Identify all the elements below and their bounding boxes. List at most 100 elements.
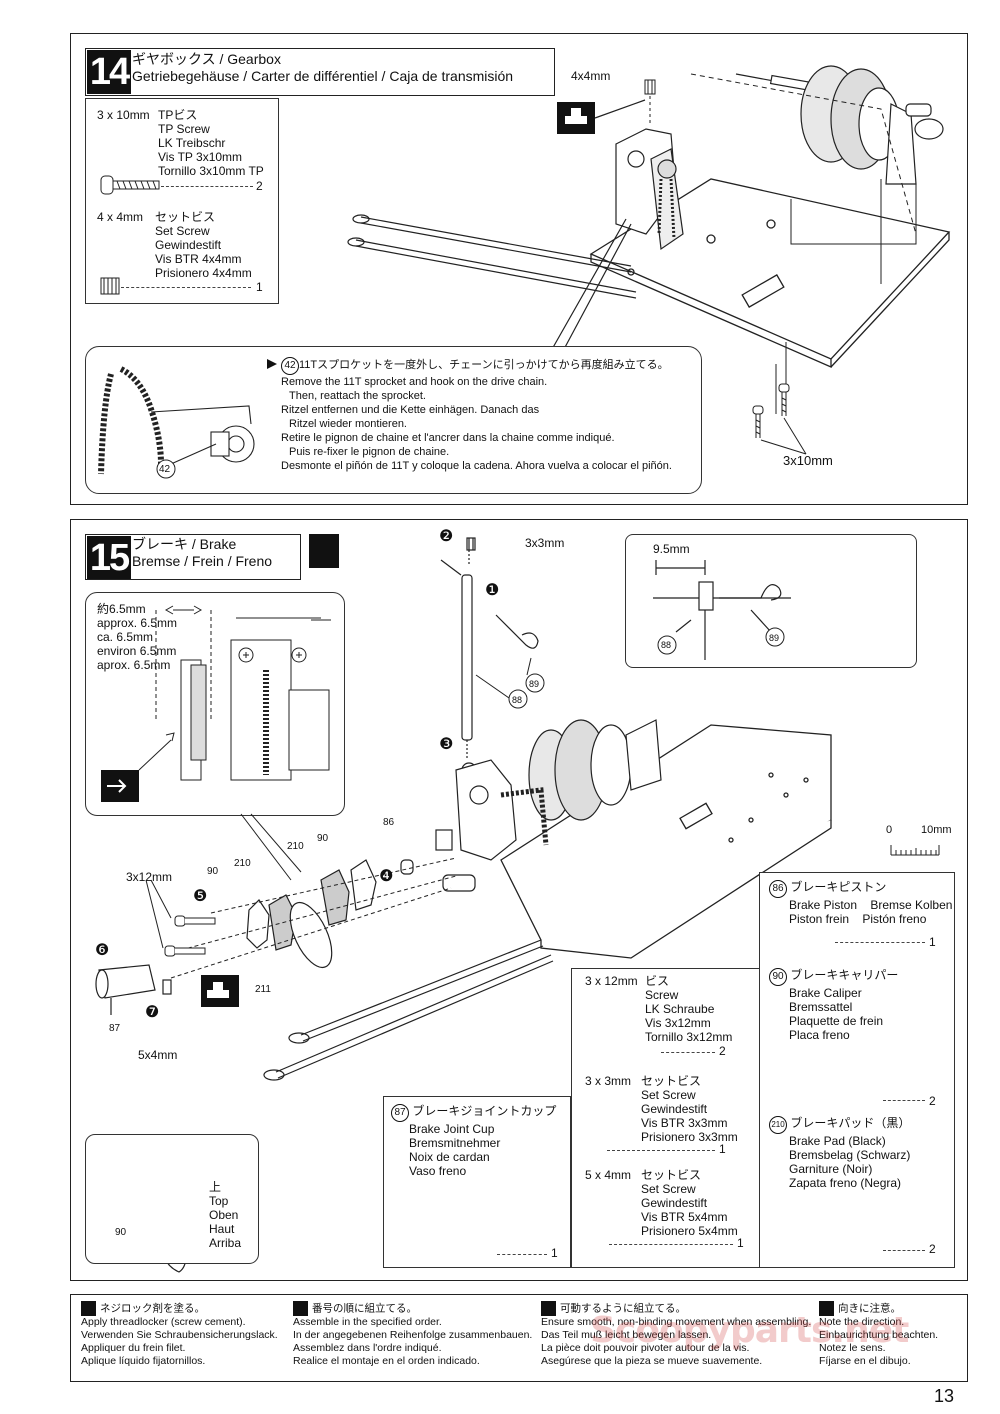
part-name: Bremsbelag (Schwarz): [789, 1148, 911, 1162]
movement-icon: [101, 732, 175, 802]
title-multi: Getriebegehäuse / Carter de différentiel…: [132, 68, 514, 84]
page-number: 13: [933, 1386, 954, 1406]
part-name: Screw: [645, 988, 679, 1002]
gap-line: ca. 6.5mm: [97, 630, 154, 644]
order-marker-3: ❸: [439, 736, 454, 753]
qty-leader: [883, 1100, 925, 1101]
order-marker-4: ❹: [379, 868, 394, 885]
watermark: Scoopyparts.net: [590, 1310, 909, 1351]
part-name: セットビス: [641, 1168, 702, 1182]
order-icon: [293, 1301, 308, 1316]
part-size: 4 x 4mm: [97, 210, 144, 224]
legend-line: Verwenden Sie Schraubensicherungslack.: [81, 1329, 278, 1341]
gap-line: 約6.5mm: [97, 602, 146, 616]
part-name: Brake Piston Bremse Kolben: [789, 898, 953, 912]
legend-footer: ネジロック剤を塗る。 Apply threadlocker (screw cem…: [70, 1294, 968, 1382]
direction-line: Arriba: [209, 1236, 242, 1250]
legend-line: 向きに注意。: [838, 1302, 901, 1315]
note-line: Desmonte el piñón de 11T y coloque la ca…: [281, 460, 672, 472]
part-name: LK Schraube: [645, 1002, 715, 1016]
gap-label: 約6.5mm approx. 6.5mm ca. 6.5mm environ 6…: [97, 602, 177, 672]
legend-line: Notez le sens.: [819, 1342, 886, 1354]
part-number: 87: [109, 1023, 121, 1034]
legend-movement: 可動するように組立てる。 Ensure smooth, non-binding …: [541, 1301, 816, 1368]
step-15-panel: 15 ブレーキ / Brake Bremse / Frein / Freno 約…: [70, 519, 968, 1281]
part-name: Garniture (Noir): [789, 1162, 873, 1176]
brake-parts: [246, 829, 476, 969]
qty-leader: [835, 942, 925, 943]
part-number: 210: [234, 858, 251, 869]
legend-line: In der angegebenen Reihenfolge zusammenb…: [293, 1329, 533, 1341]
order-icon: [309, 534, 339, 568]
screw-label: 3x3mm: [525, 536, 565, 550]
part-name: Brake Joint Cup: [409, 1122, 495, 1136]
differential-gear-stack: [735, 65, 944, 185]
part-qty: 1: [929, 935, 936, 949]
legend-line: Einbaurichtung beachten.: [819, 1329, 939, 1341]
step-title: ブレーキ / Brake Bremse / Frein / Freno: [132, 536, 272, 570]
movement-icon: [541, 1301, 556, 1316]
legend-direction: 向きに注意。 Note the direction. Einbaurichtun…: [819, 1301, 959, 1368]
legend-line: Das Teil muß leicht bewegen lassen.: [541, 1329, 712, 1341]
qty-leader: [609, 1244, 733, 1245]
step-number: 15: [87, 536, 131, 580]
set-screw-4x4: [644, 79, 656, 124]
part-number: 89: [769, 633, 780, 643]
part-name: Placa freno: [789, 1028, 850, 1042]
part-number: 210: [769, 1116, 787, 1134]
part-name: ブレーキパッド（黒）: [790, 1116, 911, 1130]
part-name: ブレーキピストン: [790, 880, 887, 894]
part-name: Gewindestift: [155, 238, 222, 252]
threadlocker-icon: [81, 1301, 96, 1316]
part-qty: 2: [256, 179, 263, 193]
note-line: Retire le pignon de chaine et l'ancrer d…: [281, 432, 615, 444]
gear-stack: [455, 719, 662, 861]
part-name: Set Screw: [155, 224, 210, 238]
arrow-icon: [267, 359, 277, 369]
part-number: 86: [769, 880, 787, 898]
part-qty: 1: [256, 280, 263, 294]
scale-ruler: [890, 845, 940, 856]
part-name: LK Treibschr: [158, 136, 226, 150]
dash-lines: [170, 857, 457, 979]
qty-leader: [161, 186, 253, 187]
part-name: TPビス: [158, 108, 198, 122]
sprocket-note-box: [85, 346, 702, 494]
gap-line: aprox. 6.5mm: [97, 658, 171, 672]
order-marker-1: ❶: [485, 582, 500, 599]
part-name: Vaso freno: [409, 1164, 467, 1178]
part-name: Gewindestift: [641, 1102, 708, 1116]
title-jp: ギヤボックス / Gearbox: [132, 51, 281, 67]
note-line: Puis re-fixer le pignon de chaine.: [289, 446, 450, 458]
legend-line: ネジロック剤を塗る。: [100, 1302, 205, 1315]
parts-list-box: [85, 98, 279, 304]
qty-leader: [497, 1254, 547, 1255]
direction-line: Top: [209, 1194, 229, 1208]
legend-line: Ensure smooth, non-binding movement when…: [541, 1316, 812, 1328]
title-box: [85, 48, 555, 96]
part-name: ビス: [645, 974, 670, 988]
part-name: Tornillo 3x10mm TP: [158, 164, 264, 178]
part-number: 89: [529, 679, 540, 689]
legend-line: Assemble in the specified order.: [293, 1316, 442, 1328]
legend-line: Assemblez dans l'ordre indiqué.: [293, 1342, 442, 1354]
part-name-list: セットビス Set Screw Gewindestift Vis BTR 5x4…: [641, 1168, 738, 1238]
part-number: 90: [769, 968, 787, 986]
part-name: Prisionero 5x4mm: [641, 1224, 738, 1238]
direction-line: Haut: [209, 1222, 235, 1236]
title-multi: Bremse / Frein / Freno: [132, 553, 273, 569]
part-name: Vis BTR 4x4mm: [155, 252, 242, 266]
part-qty: 1: [737, 1236, 744, 1250]
note-line: Ritzel entfernen und die Kette einhägen.…: [281, 404, 540, 416]
part-name: Vis 3x12mm: [645, 1016, 711, 1030]
qty-leader: [661, 1052, 715, 1053]
legend-line: Fíjarse en el dibujo.: [819, 1355, 911, 1367]
tp-screws-3x10: [752, 383, 807, 455]
part-name: Prisionero 3x3mm: [641, 1130, 738, 1144]
direction-line: 上: [209, 1180, 222, 1194]
gearbox-bracket: [615, 128, 684, 251]
parts-list-box: [571, 968, 761, 1268]
part-qty: 1: [719, 1142, 726, 1156]
part-name: Vis BTR 5x4mm: [641, 1210, 728, 1224]
part-name: Gewindestift: [641, 1196, 708, 1210]
